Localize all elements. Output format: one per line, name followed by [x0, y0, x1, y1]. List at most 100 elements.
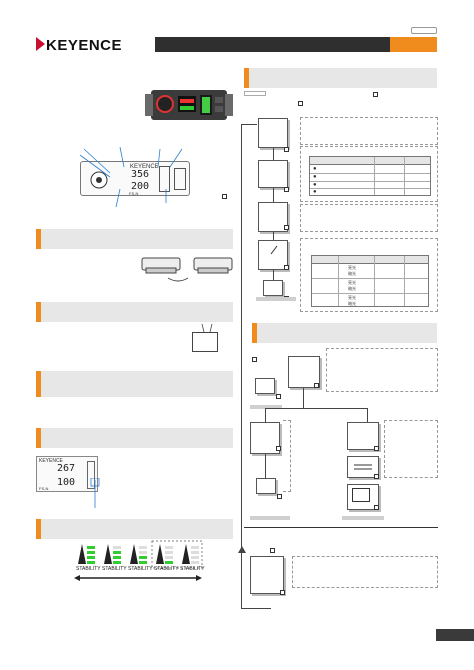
- stability-indicators: [74, 540, 203, 581]
- branch-line: [265, 408, 367, 409]
- grey-bar-2: [250, 405, 282, 409]
- brand-name: KEYENCE: [46, 37, 123, 54]
- note-box-4: 亮光 暗光 亮光 暗光 亮光 暗光: [300, 238, 438, 312]
- flow-connector-4: [273, 270, 274, 280]
- output-r1: 亮光: [348, 265, 356, 270]
- panel-value-top: 267: [57, 463, 76, 474]
- mode-row-1-mark: ●: [313, 166, 317, 172]
- ref-sq-o: [280, 590, 285, 595]
- slash-icon: [270, 245, 278, 255]
- flow-box-4: [258, 240, 288, 270]
- branch-left-drop: [265, 408, 266, 422]
- output-table: 亮光 暗光 亮光 暗光 亮光 暗光: [311, 255, 429, 307]
- ref-sq-d: [284, 265, 289, 270]
- stability-label-1: STABILITY: [76, 566, 101, 572]
- note-box-2: ● ● ● ●: [300, 146, 438, 202]
- output-col-3: [404, 256, 405, 306]
- ref-sq-m: [374, 505, 379, 510]
- ref-square-3: [373, 92, 378, 97]
- stability-bar-1: [78, 544, 95, 564]
- mode-table-header: [310, 157, 430, 165]
- note-box-1: [300, 117, 438, 145]
- arrow-up-icon: [238, 546, 246, 553]
- mode-row-2-mark: ●: [313, 174, 317, 180]
- flow-connector-5: [303, 388, 304, 408]
- left-section-4-header: [36, 428, 233, 448]
- output-table-header: [312, 256, 428, 264]
- mode-col-divider-1: [374, 157, 375, 195]
- spine-branch-bottom: [241, 608, 271, 609]
- small-box-lines: [201, 323, 213, 333]
- diagram-button: [159, 166, 170, 192]
- diagram-display-top: 356: [131, 169, 150, 180]
- output-row-divider-2: [312, 293, 428, 294]
- dial-icon: [90, 171, 108, 189]
- note-box-5: [326, 348, 438, 392]
- ref-sq-g: [314, 383, 319, 388]
- flow-box-10: [347, 422, 379, 450]
- ref-sq-k: [374, 446, 379, 451]
- flow-box-2: [258, 160, 288, 188]
- section-divider: [244, 527, 438, 528]
- left-section-1-header: [36, 229, 233, 249]
- panel-callout: [90, 478, 100, 508]
- title-bar: [155, 37, 390, 52]
- left-section-2-header: [36, 302, 233, 322]
- small-tag: [244, 91, 266, 96]
- stability-label-4: STABILITY: [154, 566, 179, 572]
- callout-lines: [79, 146, 183, 208]
- logo-mark-icon: [36, 37, 45, 51]
- ref-sq-n: [270, 548, 275, 553]
- flow-box-8: [250, 422, 280, 454]
- mode-divider-3: [310, 188, 430, 189]
- ref-sq-a: [284, 147, 289, 152]
- mode-row-3-mark: ●: [313, 182, 317, 188]
- grey-bar-1: [256, 297, 296, 301]
- mode-row-4-mark: ●: [313, 189, 317, 195]
- right-section-1-header: [244, 68, 437, 88]
- flow-box-7: [255, 378, 275, 394]
- branch-right-drop: [367, 408, 368, 422]
- stability-bar-4: [156, 544, 173, 564]
- flow-connector-6: [265, 454, 266, 478]
- left-section-3-header: [36, 371, 233, 397]
- ref-sq-c: [284, 225, 289, 230]
- diagram-model: FS-N: [129, 191, 139, 196]
- stability-label-2: STABILITY: [102, 566, 127, 572]
- panel-brand: KEYENCE: [39, 458, 63, 464]
- output-r4: 暗光: [348, 286, 356, 291]
- mode-divider-1: [310, 173, 430, 174]
- output-r5: 亮光: [348, 295, 356, 300]
- title-bar-accent: [390, 37, 437, 52]
- display-panel: KEYENCE 267 100 FS-N: [36, 456, 98, 492]
- flow-connector-1: [273, 148, 274, 160]
- ref-square: [222, 194, 227, 199]
- flow-spine: [241, 124, 242, 609]
- note-bracket-1: [283, 420, 291, 492]
- brand-logo: KEYENCE: [36, 37, 122, 54]
- right-section-2-header: [252, 323, 437, 343]
- left-section-5-header: [36, 519, 233, 539]
- flow-box-5: [263, 280, 283, 296]
- ref-sq-i: [276, 446, 281, 451]
- inner-box: [352, 488, 370, 502]
- spine-branch-top: [241, 124, 257, 125]
- mounting-illustration: [141, 257, 233, 282]
- ref-sq-h: [276, 394, 281, 399]
- output-r6: 暗光: [348, 301, 356, 306]
- flow-box-9: [256, 478, 276, 494]
- diagram-cover: [174, 168, 186, 190]
- flow-connector-2: [273, 188, 274, 202]
- diagram-display-bottom: 200: [131, 181, 150, 192]
- note-box-6: [384, 420, 438, 478]
- flow-box-3: [258, 202, 288, 232]
- flow-box-1: [258, 118, 288, 148]
- flow-box-6: [288, 356, 320, 388]
- small-box-illustration: [192, 332, 218, 352]
- flow-connector-3: [273, 232, 274, 240]
- output-col-2: [374, 256, 375, 306]
- diagram-brand: KEYENCE: [130, 164, 159, 170]
- panel-model: FS-N: [39, 486, 49, 491]
- stability-bar-5: [182, 544, 199, 564]
- panel-value-bottom: 100: [57, 477, 76, 488]
